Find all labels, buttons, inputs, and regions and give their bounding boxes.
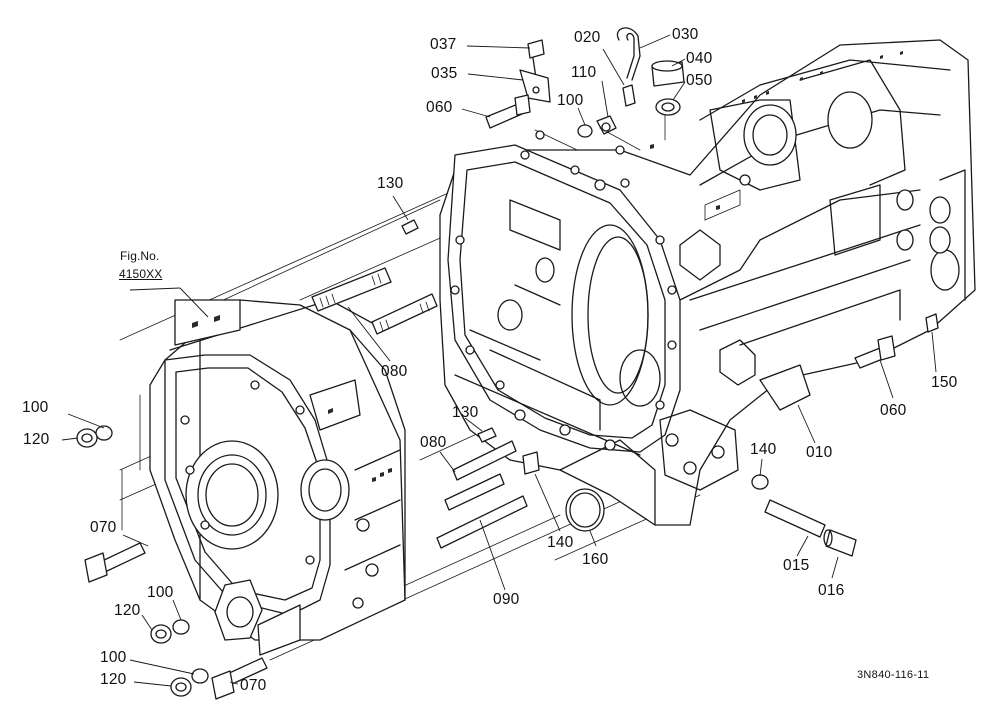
callout-130-mid[interactable]: 130: [452, 404, 479, 421]
callout-080-lower[interactable]: 080: [420, 434, 447, 451]
callout-016[interactable]: 016: [818, 582, 845, 599]
callout-100-bottom[interactable]: 100: [100, 649, 127, 666]
callout-100-low-left[interactable]: 100: [147, 584, 174, 601]
callout-080-upper[interactable]: 080: [381, 363, 408, 380]
callout-010[interactable]: 010: [806, 444, 833, 461]
callout-037[interactable]: 037: [430, 36, 457, 53]
front-housing: [121, 299, 406, 656]
callout-070-bottom[interactable]: 070: [240, 677, 267, 694]
drawing-code: 3N840-116-11: [857, 669, 930, 681]
callout-100-left[interactable]: 100: [22, 399, 49, 416]
leader-lines: [61, 34, 937, 687]
small-parts: [76, 27, 939, 700]
callout-140-mid[interactable]: 140: [547, 534, 574, 551]
callout-120-bottom[interactable]: 120: [100, 671, 127, 688]
callout-035[interactable]: 035: [431, 65, 458, 82]
callout-040[interactable]: 040: [686, 50, 713, 67]
callout-140-right[interactable]: 140: [750, 441, 777, 458]
callout-070-left[interactable]: 070: [90, 519, 117, 536]
callout-120-low-left[interactable]: 120: [114, 602, 141, 619]
callout-020[interactable]: 020: [574, 29, 601, 46]
callout-130-top[interactable]: 130: [377, 175, 404, 192]
callout-150[interactable]: 150: [931, 374, 958, 391]
figure-ref-line1: Fig.No.: [120, 249, 160, 263]
callout-110[interactable]: 110: [571, 64, 597, 81]
callout-090[interactable]: 090: [493, 591, 520, 608]
callout-120-left[interactable]: 120: [23, 431, 50, 448]
transmission-case: [439, 39, 976, 526]
callout-060-top[interactable]: 060: [426, 99, 453, 116]
figure-ref-link[interactable]: 4150XX: [119, 267, 163, 281]
callout-015[interactable]: 015: [783, 557, 810, 574]
callout-160[interactable]: 160: [582, 551, 609, 568]
callout-100-top[interactable]: 100: [557, 92, 584, 109]
callout-030[interactable]: 030: [672, 26, 699, 43]
callout-050[interactable]: 050: [686, 72, 713, 89]
callout-060-right[interactable]: 060: [880, 402, 907, 419]
